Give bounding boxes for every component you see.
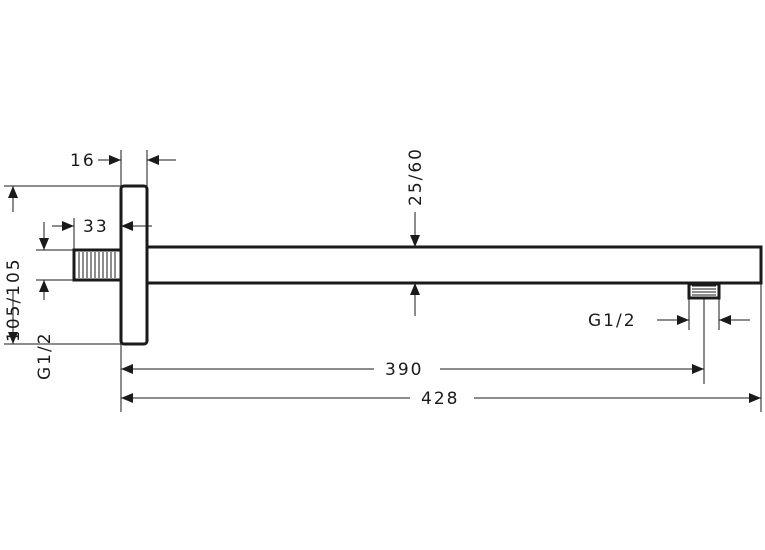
- dim-offset-33: 33: [52, 217, 152, 237]
- dim-length-outlet: 390: [121, 360, 704, 380]
- threaded-connector: [72, 248, 123, 282]
- dim-label-33: 33: [83, 217, 109, 237]
- dim-label-g12-outlet: G1/2: [588, 311, 637, 331]
- arm-tube: [145, 245, 763, 285]
- dim-label-428: 428: [421, 389, 459, 409]
- dim-label-25-60: 25/60: [406, 147, 426, 206]
- dim-label-16: 16: [70, 151, 96, 171]
- dim-thread-left: G1/2: [35, 222, 55, 380]
- dim-label-105: 105/105: [4, 257, 24, 342]
- dim-flange-height: 105/105: [4, 186, 24, 344]
- extension-lines: [4, 150, 762, 412]
- dim-flange-thickness: 16: [70, 151, 176, 171]
- thread-hatching: [78, 252, 116, 278]
- dim-overall-length: 428: [121, 389, 761, 409]
- dim-label-g12-left: G1/2: [35, 331, 55, 380]
- wall-flange: [119, 184, 149, 346]
- dim-arm-section: 25/60: [406, 147, 426, 316]
- dim-thread-outlet: G1/2: [588, 298, 750, 331]
- dim-label-390: 390: [385, 360, 423, 380]
